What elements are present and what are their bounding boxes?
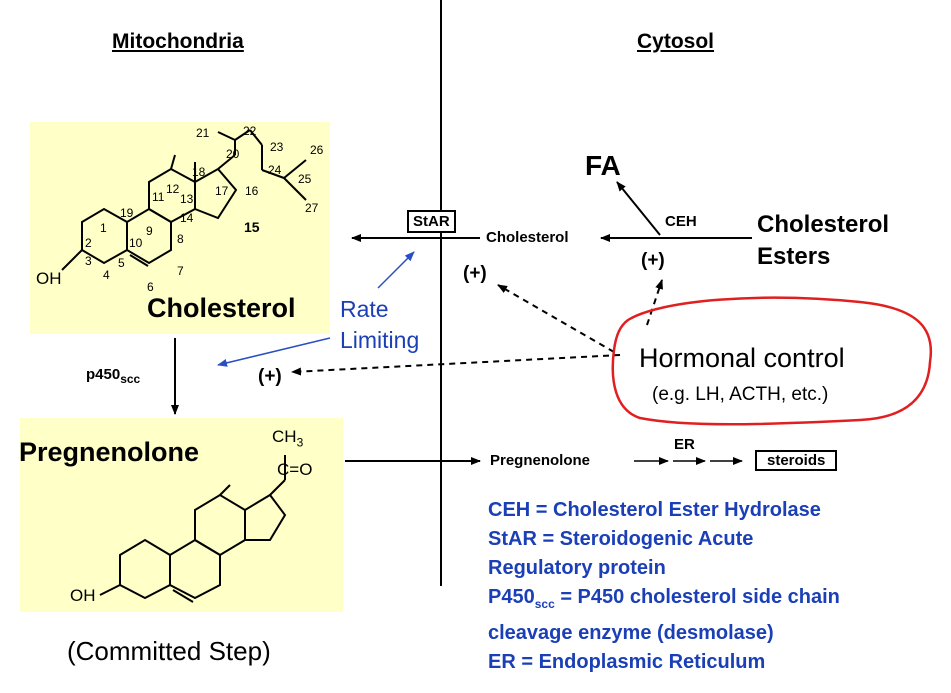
rate-limiting: Rate Limiting bbox=[340, 294, 419, 356]
cholesterol-number-18: 18 bbox=[192, 165, 206, 179]
legend-p450-1: P450scc = P450 cholesterol side chain bbox=[488, 583, 840, 619]
cholesterol-esters: Cholesterol Esters bbox=[757, 209, 889, 273]
pregnenolone-structure bbox=[99, 455, 287, 603]
legend-p450-def: = P450 cholesterol side chain bbox=[560, 586, 840, 608]
cyto-cholesterol: Cholesterol bbox=[486, 229, 569, 246]
cholesterol-number-3: 3 bbox=[85, 254, 92, 268]
pregnenolone-co: C=O bbox=[277, 460, 313, 479]
arrow-fa bbox=[616, 181, 661, 236]
legend-p450-sub: scc bbox=[534, 597, 555, 611]
cholesterol-number-20: 20 bbox=[226, 147, 240, 161]
plus-p450: (+) bbox=[258, 366, 282, 387]
cholesterol-number-15: 15 bbox=[244, 219, 260, 235]
cholesterol-number-7: 7 bbox=[177, 264, 184, 278]
rate-limiting-line1: Rate bbox=[340, 296, 389, 322]
cholesterol-number-9: 9 bbox=[146, 224, 153, 238]
cholesterol-number-4: 4 bbox=[103, 268, 110, 282]
cholesterol-number-21: 21 bbox=[196, 126, 210, 140]
committed-step: (Committed Step) bbox=[67, 636, 271, 666]
dashed-arrow-to-star bbox=[497, 284, 615, 353]
legend-star-1: StAR = Steroidogenic Acute bbox=[488, 528, 754, 550]
cholesterol-esters-line2: Esters bbox=[757, 243, 831, 270]
cholesterol-number-5: 5 bbox=[118, 256, 125, 270]
pregnenolone-ch3: CH3 bbox=[272, 427, 303, 449]
p450-text: p450 bbox=[86, 366, 121, 383]
cholesterol-structure bbox=[61, 129, 307, 271]
cholesterol-box bbox=[30, 122, 330, 334]
pregnenolone-label: Pregnenolone bbox=[19, 437, 200, 467]
header-mitochondria: Mitochondria bbox=[112, 30, 244, 53]
legend-er: ER = Endoplasmic Reticulum bbox=[488, 651, 766, 673]
hormonal-examples: (e.g. LH, ACTH, etc.) bbox=[652, 384, 829, 405]
cholesterol-number-24: 24 bbox=[268, 163, 282, 177]
p450-label: p450scc bbox=[86, 366, 140, 386]
cholesterol-esters-line1: Cholesterol bbox=[757, 211, 890, 238]
cholesterol-number-12: 12 bbox=[166, 182, 180, 196]
pregnenolone-ch-text: CH bbox=[272, 427, 297, 446]
cholesterol-number-8: 8 bbox=[177, 232, 184, 246]
fa-label: FA bbox=[585, 150, 621, 181]
rate-limiting-line2: Limiting bbox=[340, 327, 420, 353]
cholesterol-number-13: 13 bbox=[180, 192, 194, 206]
cholesterol-oh: OH bbox=[36, 269, 62, 288]
cholesterol-number-1: 1 bbox=[100, 221, 107, 235]
cholesterol-number-27: 27 bbox=[305, 201, 319, 215]
cholesterol-number-25: 25 bbox=[298, 172, 312, 186]
cyto-pregnenolone: Pregnenolone bbox=[490, 452, 591, 469]
pregnenolone-oh: OH bbox=[70, 586, 96, 605]
legend-star-2: Regulatory protein bbox=[488, 557, 666, 579]
cholesterol-number-22: 22 bbox=[243, 124, 257, 138]
legend-ceh: CEH = Cholesterol Ester Hydrolase bbox=[488, 499, 821, 521]
pregnenolone-ch3-sub: 3 bbox=[296, 435, 304, 450]
er-label: ER bbox=[674, 436, 695, 453]
hormonal-outline bbox=[611, 296, 933, 426]
cholesterol-number-10: 10 bbox=[129, 236, 143, 250]
cholesterol-number-2: 2 bbox=[85, 236, 92, 250]
dashed-arrow-to-p450 bbox=[291, 354, 621, 376]
cholesterol-number-11: 11 bbox=[152, 190, 165, 204]
cholesterol-number-14: 14 bbox=[180, 211, 194, 225]
legend-p450-2: cleavage enzyme (desmolase) bbox=[488, 622, 774, 644]
hormonal-control: Hormonal control bbox=[639, 343, 845, 373]
arrow-rate-limiting-up bbox=[377, 251, 415, 289]
legend-p450-prefix: P450 bbox=[488, 586, 535, 608]
pregnenolone-box bbox=[20, 418, 343, 612]
legend: CEH = Cholesterol Ester Hydrolase StAR =… bbox=[488, 496, 840, 677]
plus-star: (+) bbox=[463, 263, 487, 284]
p450-sub: scc bbox=[120, 372, 141, 386]
cholesterol-number-26: 26 bbox=[310, 143, 324, 157]
cholesterol-number-16: 16 bbox=[245, 184, 259, 198]
plus-ceh: (+) bbox=[641, 250, 665, 271]
cholesterol-number-23: 23 bbox=[270, 140, 284, 154]
steroids-box: steroids bbox=[755, 450, 838, 471]
arrow-rate-limiting-down bbox=[217, 337, 331, 367]
star-box: StAR bbox=[407, 210, 456, 233]
cholesterol-label: Cholesterol bbox=[147, 293, 296, 323]
cholesterol-number-19: 19 bbox=[120, 206, 134, 220]
header-cytosol: Cytosol bbox=[637, 30, 715, 53]
ceh-label: CEH bbox=[665, 213, 697, 230]
dashed-arrow-to-ceh bbox=[646, 279, 663, 326]
cholesterol-number-6: 6 bbox=[147, 280, 154, 294]
cholesterol-number-17: 17 bbox=[215, 184, 229, 198]
